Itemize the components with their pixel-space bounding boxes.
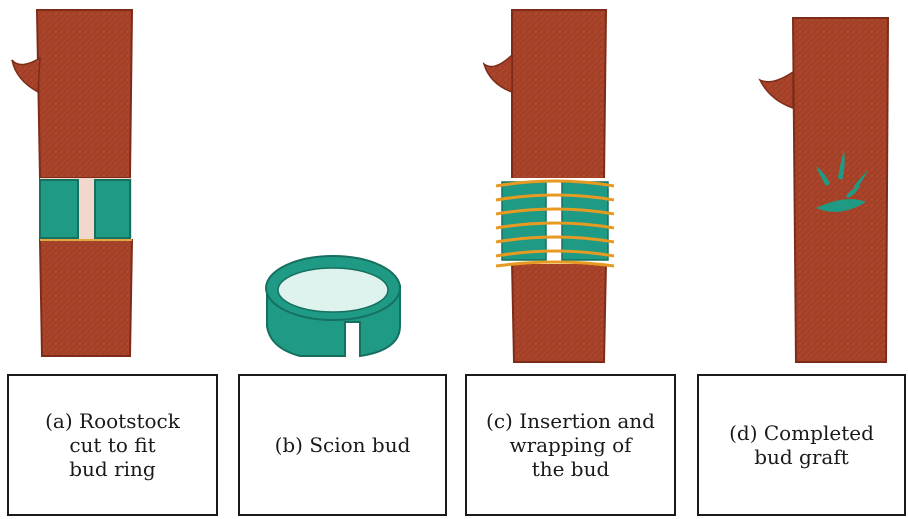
caption-box-d: (d) Completed bud graft xyxy=(697,374,906,516)
caption-a: (a) Rootstock cut to fit bud ring xyxy=(45,409,180,481)
caption-d: (d) Completed bud graft xyxy=(729,421,874,469)
scion-bud-ring xyxy=(266,256,400,356)
caption-b: (b) Scion bud xyxy=(275,433,411,457)
cut-bark-window-a xyxy=(40,178,132,240)
rootstock-stem-d xyxy=(760,18,888,362)
caption-box-a: (a) Rootstock cut to fit bud ring xyxy=(7,374,218,516)
caption-c: (c) Insertion and wrapping of the bud xyxy=(486,409,655,481)
caption-box-b: (b) Scion bud xyxy=(238,374,447,516)
caption-box-c: (c) Insertion and wrapping of the bud xyxy=(465,374,676,516)
